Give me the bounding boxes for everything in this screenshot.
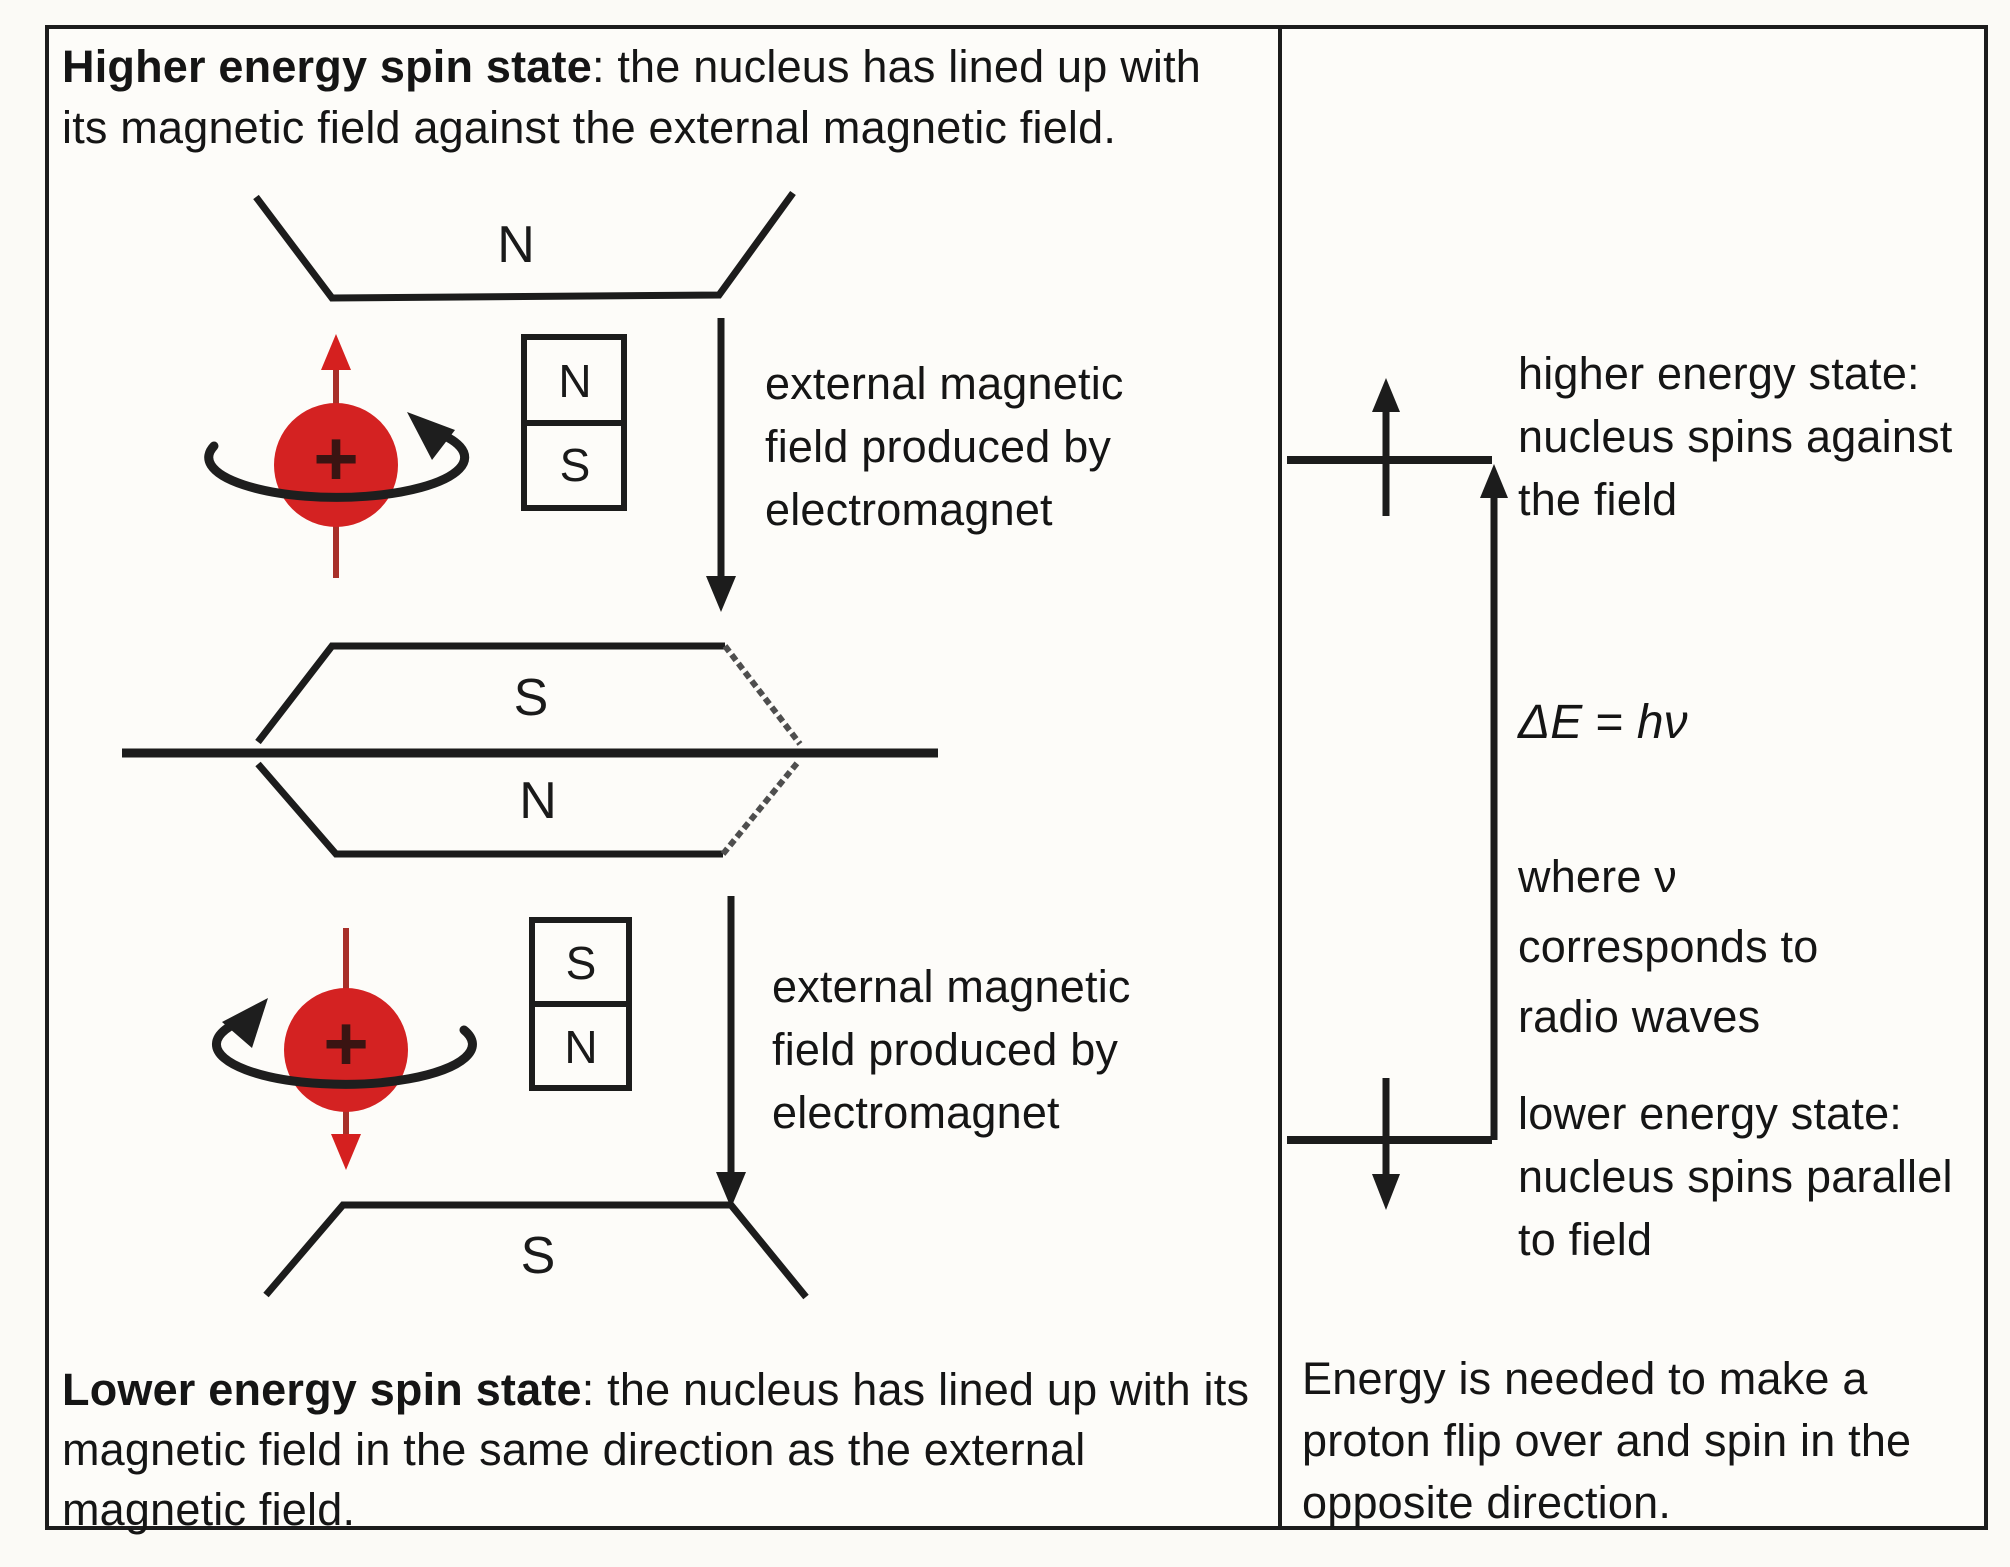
energy-equation-rhs: hν — [1636, 696, 1688, 749]
lower-state-line1: lower energy state: — [1518, 1088, 1902, 1139]
precession-arrow-top — [204, 425, 470, 502]
precession-arrow-top-head — [407, 412, 455, 460]
field-label-bottom-line3: electromagnet — [772, 1087, 1060, 1138]
bar-magnet-bottom-s-label: S — [565, 937, 597, 989]
field-label-top-line3: electromagnet — [765, 484, 1053, 535]
where-note: where ν corresponds to radio waves — [1518, 842, 1988, 1052]
middle-upper-pole-piece — [255, 642, 725, 745]
spin-arrow-up-head — [321, 334, 351, 370]
bottom-pole-label: S — [520, 1227, 556, 1285]
transition-arrow-head — [1480, 464, 1508, 498]
energy-equation: ΔE = hν — [1518, 695, 1688, 750]
figure-border — [45, 25, 1988, 1530]
field-label-top-line1: external magnetic — [765, 358, 1124, 409]
top-pole-label: N — [497, 216, 535, 274]
middle-lower-pole-label: N — [519, 772, 557, 830]
precession-arrow-bottom — [211, 1013, 477, 1089]
field-label-top-line2: field produced by — [765, 421, 1112, 472]
higher-state-line2: nucleus spins against — [1518, 411, 1953, 462]
spin-arrow-down-head — [331, 1134, 361, 1170]
panel-divider — [1278, 25, 1282, 1530]
lower-energy-caption-rest: : the nucleus has lined up with its magn… — [62, 1364, 1250, 1535]
bar-magnet-bottom-n-label: N — [564, 1021, 598, 1073]
middle-lower-pole-piece — [255, 761, 723, 858]
nucleus-bottom-charge: + — [323, 998, 369, 1087]
energy-flip-line3: opposite direction. — [1302, 1477, 1672, 1528]
precession-arrow-bottom-head — [222, 998, 268, 1048]
where-note-line1: where ν — [1518, 851, 1677, 902]
higher-energy-caption: Higher energy spin state: the nucleus ha… — [62, 36, 1252, 158]
field-label-bottom-line1: external magnetic — [772, 961, 1131, 1012]
spin-down-arrow-head — [1372, 1174, 1400, 1210]
middle-lower-pole-right-slant — [720, 760, 801, 856]
field-arrow-top-head — [706, 576, 736, 612]
top-pole-piece — [253, 190, 796, 302]
energy-equation-lhs: ΔE — [1518, 696, 1583, 749]
higher-energy-caption-rest: : the nucleus has lined up with its magn… — [62, 41, 1202, 153]
bar-magnet-top-s-label: S — [559, 439, 591, 491]
field-label-top: external magnetic field produced by elec… — [765, 352, 1185, 541]
higher-state-line1: higher energy state: — [1518, 348, 1920, 399]
higher-state-label: higher energy state: nucleus spins again… — [1518, 342, 1988, 531]
lower-state-line2: nucleus spins parallel — [1518, 1151, 1953, 1202]
bar-magnet-top-n-label: N — [558, 355, 592, 407]
bottom-pole-piece — [263, 1201, 809, 1300]
energy-flip-line2: proton flip over and spin in the — [1302, 1415, 1912, 1466]
middle-upper-pole-label: S — [513, 669, 549, 727]
field-arrow-bottom-head — [716, 1172, 746, 1208]
higher-state-line3: the field — [1518, 474, 1678, 525]
field-label-bottom-line2: field produced by — [772, 1024, 1119, 1075]
energy-flip-line1: Energy is needed to make a — [1302, 1353, 1868, 1404]
where-note-line2: corresponds to — [1518, 921, 1819, 972]
higher-energy-caption-lead: Higher energy spin state — [62, 41, 592, 92]
lower-state-line3: to field — [1518, 1214, 1653, 1265]
middle-upper-pole-right-slant — [722, 644, 803, 746]
lower-energy-caption: Lower energy spin state: the nucleus has… — [62, 1360, 1252, 1540]
where-note-line3: radio waves — [1518, 991, 1761, 1042]
spin-up-arrow-head — [1372, 378, 1400, 412]
field-label-bottom: external magnetic field produced by elec… — [772, 955, 1192, 1144]
lower-energy-caption-lead: Lower energy spin state — [62, 1364, 582, 1415]
nucleus-top-charge: + — [313, 413, 359, 502]
lower-state-label: lower energy state: nucleus spins parall… — [1518, 1082, 1998, 1271]
energy-flip-caption: Energy is needed to make a proton flip o… — [1302, 1348, 1962, 1534]
energy-equation-equals: = — [1582, 696, 1637, 749]
